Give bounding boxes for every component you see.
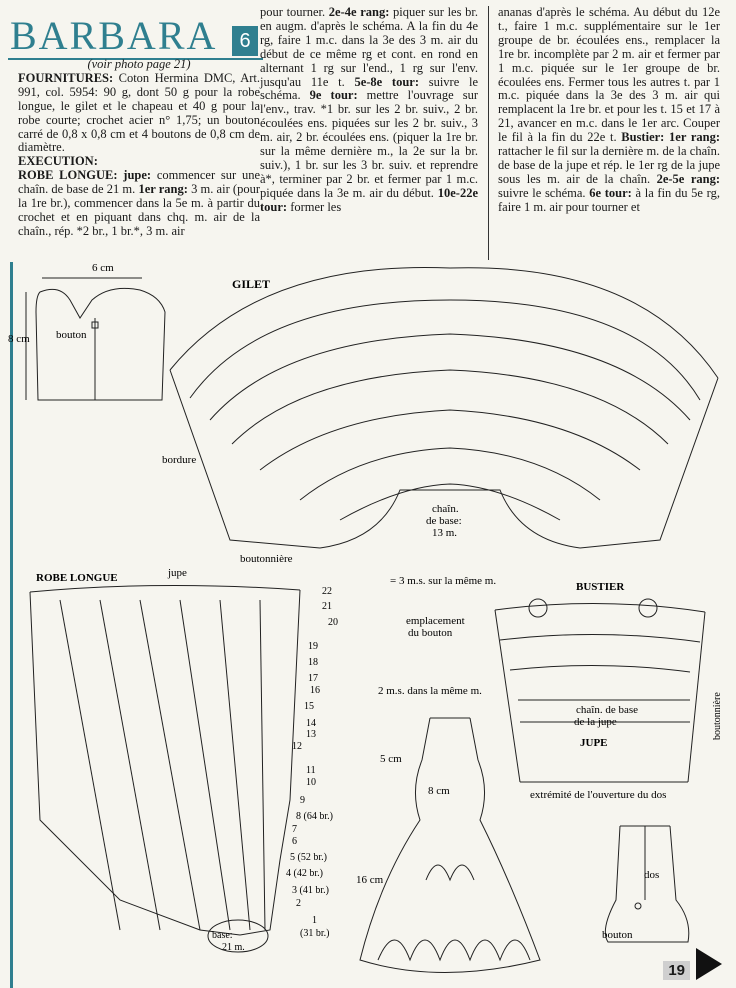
boutonniere-label: boutonnière	[240, 553, 293, 565]
col3-p2: rattacher le fil sur la dernière m. de l…	[498, 144, 720, 186]
row-label: 21	[322, 601, 332, 612]
jupe-caps-label: JUPE	[580, 737, 608, 749]
page-number: 19	[663, 961, 690, 980]
legend-2ms: 2 m.s. dans la même m.	[378, 685, 482, 697]
dress-silhouette	[359, 717, 541, 973]
col2-p2b: 5e-8e tour:	[354, 74, 419, 89]
gilet-sketch	[35, 287, 166, 401]
dim-8cm: 8 cm	[428, 785, 450, 797]
row-label: 19	[308, 641, 318, 652]
row-label: 9	[300, 795, 305, 806]
text-column-2: pour tourner. 2e-4e rang: piquer sur les…	[260, 5, 478, 215]
row-label: 11	[306, 765, 316, 776]
row-label: 20	[328, 617, 338, 628]
gilet-chart	[169, 266, 719, 549]
row-label: 1	[312, 915, 317, 926]
gilet-width-label: 6 cm	[92, 262, 114, 274]
title-underline	[8, 16, 263, 60]
col3-p3b: 2e-5e rang:	[656, 171, 720, 186]
chain-label: chaîn.	[432, 503, 459, 515]
row-label: 17	[308, 673, 318, 684]
col3-p4b: 6e tour:	[589, 185, 632, 200]
row-label: 16	[310, 685, 320, 696]
left-accent-bar	[10, 262, 13, 988]
col3-p3: suivre le schéma.	[498, 185, 590, 200]
gilet-bouton-label: bouton	[56, 329, 87, 341]
boutonniere-vertical: boutonnière	[712, 692, 723, 740]
row-label: 10	[306, 777, 316, 788]
fournitures-label: FOURNITURES:	[18, 70, 114, 85]
col3-p2b: Bustier: 1er rang:	[621, 130, 720, 145]
row-label: 5 (52 br.)	[290, 852, 327, 863]
row-label: 7	[292, 824, 297, 835]
col2-p1c: piquer sur les br. en augm. d'après le s…	[260, 5, 478, 89]
col2-p3: mettre l'ouvrage sur l'env., trav. *1 br…	[260, 88, 478, 200]
bustier-chart	[494, 598, 706, 783]
text-column-1: (voir photo page 21) FOURNITURES: Coton …	[18, 57, 260, 239]
col2-p1b: 2e-4e rang:	[328, 5, 390, 19]
see-photo-note: (voir photo page 21)	[87, 57, 191, 71]
row-label: 3 (41 br.)	[292, 885, 329, 896]
col2-p3b: 9e tour:	[309, 88, 358, 103]
bouton-back-label: bouton	[602, 929, 633, 941]
fournitures-text: Coton Hermina DMC, Art. 991, col. 5954: …	[18, 70, 260, 155]
dos-label: dos	[644, 869, 659, 881]
legend-3ms: = 3 m.s. sur la même m.	[390, 575, 496, 587]
col2-p4: former les	[287, 199, 342, 214]
row-label: 2	[296, 898, 301, 909]
base-21m-label: 21 m.	[222, 942, 245, 953]
col3-p1: ananas d'après le schéma. Au début du 12…	[498, 5, 720, 145]
robe-longue-title: ROBE LONGUE	[36, 572, 118, 584]
row-numbers: 22 21 20 19 18 17 16 15 14 13 12 11 10 9…	[286, 586, 338, 939]
title-badge: 6	[232, 26, 258, 56]
next-arrow-icon	[696, 948, 722, 980]
dim-16cm: 16 cm	[356, 874, 384, 886]
row-label: 13	[306, 729, 316, 740]
du-bouton-label: du bouton	[408, 627, 453, 639]
execution-label: EXECUTION:	[18, 154, 98, 169]
chain-jupe-2: de la jupe	[574, 716, 617, 728]
bordure-label: bordure	[162, 454, 196, 466]
robe-chart	[29, 584, 301, 953]
dress-back-view	[604, 825, 690, 943]
row-label: 12	[292, 741, 302, 752]
col2-p4b: 10e-22e tour:	[260, 185, 478, 214]
col2-p1: pour tourner.	[260, 5, 329, 19]
robe-text: commencer sur une chaîn. de base de 21 m…	[18, 168, 260, 197]
bustier-title: BUSTIER	[576, 581, 625, 593]
row-label: 15	[304, 701, 314, 712]
rang1-text: 3 m. air (pour la 1re br.), commencer da…	[18, 182, 260, 238]
base-label: base:	[212, 930, 233, 941]
row-label: (31 br.)	[300, 928, 329, 939]
row-label: 22	[322, 586, 332, 597]
text-column-3: ananas d'après le schéma. Au début du 12…	[498, 5, 720, 215]
jupe-label: jupe	[167, 567, 187, 579]
dim-5cm: 5 cm	[380, 753, 402, 765]
extremite-label: extrémité de l'ouverture du dos	[530, 789, 666, 801]
row-label: 4 (42 br.)	[286, 868, 323, 879]
row-label: 14	[306, 718, 316, 729]
de-base-label: de base:	[426, 515, 462, 527]
robe-label: ROBE LONGUE: jupe:	[18, 168, 152, 183]
emplacement-label: emplacement	[406, 615, 465, 627]
chain-jupe-1: chaîn. de base	[576, 704, 638, 716]
row-label: 6	[292, 836, 297, 847]
row-label: 8 (64 br.)	[296, 811, 333, 822]
base-13m-label: 13 m.	[432, 527, 457, 539]
column-separator	[488, 6, 489, 260]
rang1-label: 1er rang:	[138, 182, 188, 197]
col2-p2: suivre le schéma.	[260, 74, 478, 103]
pattern-title: BARBARA	[10, 13, 218, 58]
row-label: 18	[308, 657, 318, 668]
col3-p4: à la fin du 5e rg, faire 1 m. air pour t…	[498, 185, 720, 214]
gilet-height-label: 8 cm	[8, 333, 30, 345]
gilet-title: GILET	[232, 277, 270, 291]
